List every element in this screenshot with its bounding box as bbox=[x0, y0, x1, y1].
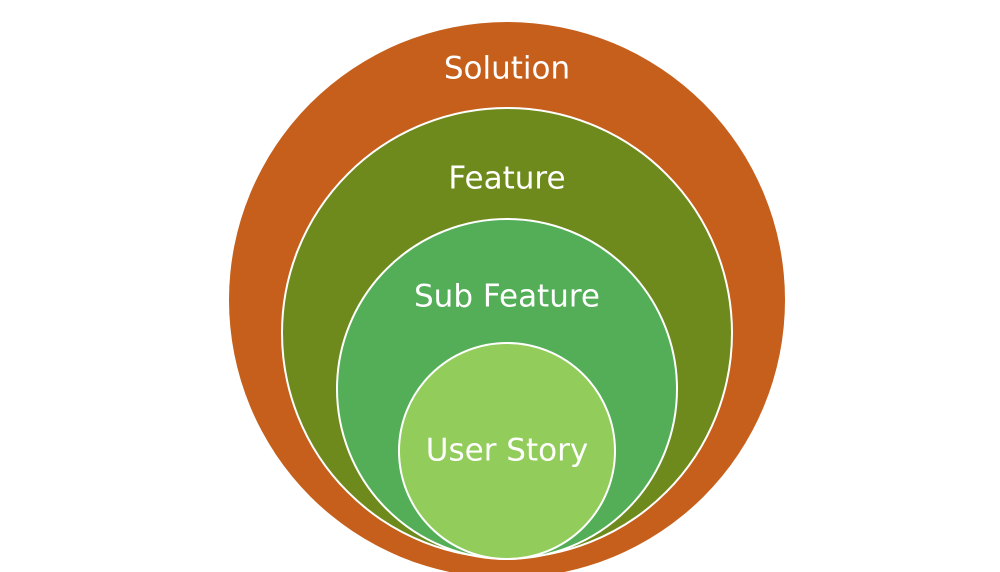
circle-user-story bbox=[398, 342, 616, 560]
label-solution: Solution bbox=[444, 51, 570, 87]
label-user-story: User Story bbox=[426, 433, 588, 469]
label-feature: Feature bbox=[448, 161, 565, 197]
label-sub-feature: Sub Feature bbox=[414, 279, 600, 315]
